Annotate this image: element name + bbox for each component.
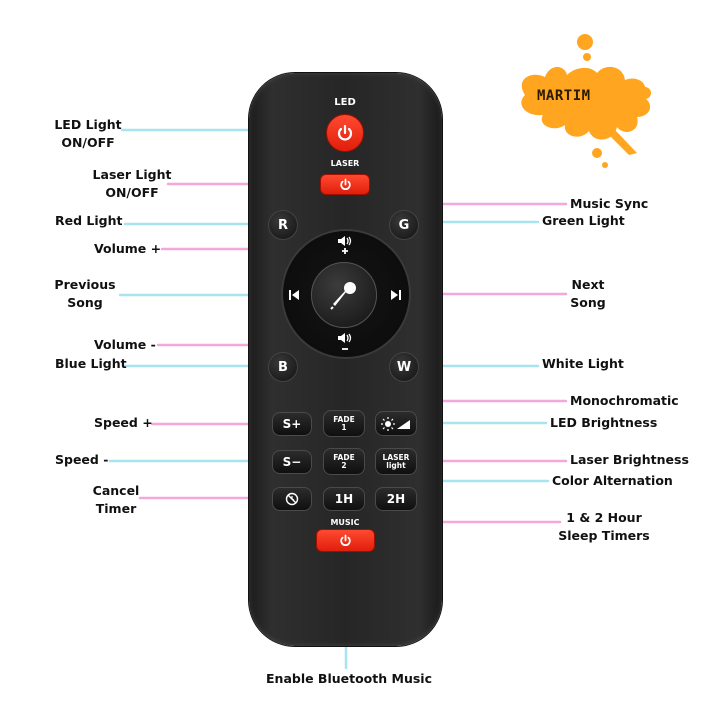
brightness-icon bbox=[381, 416, 410, 431]
label-volume-plus: Volume + bbox=[94, 241, 162, 256]
label-white-light: White Light bbox=[542, 356, 624, 371]
cancel-timer-icon bbox=[285, 492, 299, 506]
power-icon bbox=[337, 124, 353, 141]
label-enable-bluetooth: Enable Bluetooth Music bbox=[266, 671, 432, 686]
label-music-sync: Music Sync bbox=[570, 196, 649, 211]
microphone-icon bbox=[330, 282, 356, 310]
label-blue-light: Blue Light bbox=[55, 356, 127, 371]
laser-brightness-button[interactable]: LASER light bbox=[375, 448, 417, 475]
volume-up-button[interactable] bbox=[332, 233, 358, 257]
laser-caption: LASER bbox=[330, 159, 360, 168]
laser-light-label-a: LASER bbox=[382, 452, 410, 462]
speed-plus-button[interactable]: S+ bbox=[272, 412, 312, 436]
fade2-button[interactable]: FADE 2 bbox=[323, 448, 365, 475]
label-color-alternation: Color Alternation bbox=[552, 473, 673, 488]
music-caption: MUSIC bbox=[330, 518, 360, 527]
led-power-button[interactable] bbox=[326, 114, 364, 152]
power-icon bbox=[340, 534, 351, 546]
fade2-number: 2 bbox=[341, 460, 347, 470]
power-icon bbox=[339, 178, 351, 190]
white-light-button[interactable]: W bbox=[389, 352, 419, 382]
red-light-button[interactable]: R bbox=[268, 210, 298, 240]
brand-logo-text: MARTIM bbox=[537, 88, 591, 104]
one-hour-timer-button[interactable]: 1H bbox=[323, 487, 365, 511]
label-volume-minus: Volume - bbox=[94, 337, 156, 352]
volume-up-icon bbox=[338, 236, 352, 254]
fade1-button[interactable]: FADE 1 bbox=[323, 410, 365, 437]
led-caption: LED bbox=[334, 97, 356, 108]
next-icon bbox=[391, 290, 401, 300]
music-sync-button[interactable] bbox=[311, 262, 377, 328]
next-song-button[interactable] bbox=[386, 284, 406, 306]
label-red-light: Red Light bbox=[55, 213, 123, 228]
fade1-number: 1 bbox=[341, 422, 347, 432]
laser-light-label-b: light bbox=[386, 460, 406, 470]
laser-power-button[interactable] bbox=[320, 174, 370, 195]
fade1-label: FADE bbox=[333, 414, 355, 424]
previous-icon bbox=[289, 290, 299, 300]
label-green-light: Green Light bbox=[542, 213, 625, 228]
label-led-brightness: LED Brightness bbox=[550, 415, 658, 430]
volume-down-button[interactable] bbox=[332, 332, 358, 356]
volume-down-icon bbox=[338, 333, 352, 350]
label-laser-brightness: Laser Brightness bbox=[570, 452, 689, 467]
bluetooth-music-button[interactable] bbox=[316, 529, 375, 552]
led-brightness-button[interactable] bbox=[375, 411, 417, 436]
green-light-button[interactable]: G bbox=[389, 210, 419, 240]
cancel-timer-button[interactable] bbox=[272, 487, 312, 511]
speed-minus-button[interactable]: S− bbox=[272, 450, 312, 474]
two-hour-timer-button[interactable]: 2H bbox=[375, 487, 417, 511]
previous-song-button[interactable] bbox=[284, 284, 304, 306]
logo-splash-icon bbox=[521, 34, 651, 168]
label-monochromatic: Monochromatic bbox=[570, 393, 679, 408]
label-speed-minus: Speed - bbox=[55, 452, 109, 467]
fade2-label: FADE bbox=[333, 452, 355, 462]
label-speed-plus: Speed + bbox=[94, 415, 153, 430]
blue-light-button[interactable]: B bbox=[268, 352, 298, 382]
